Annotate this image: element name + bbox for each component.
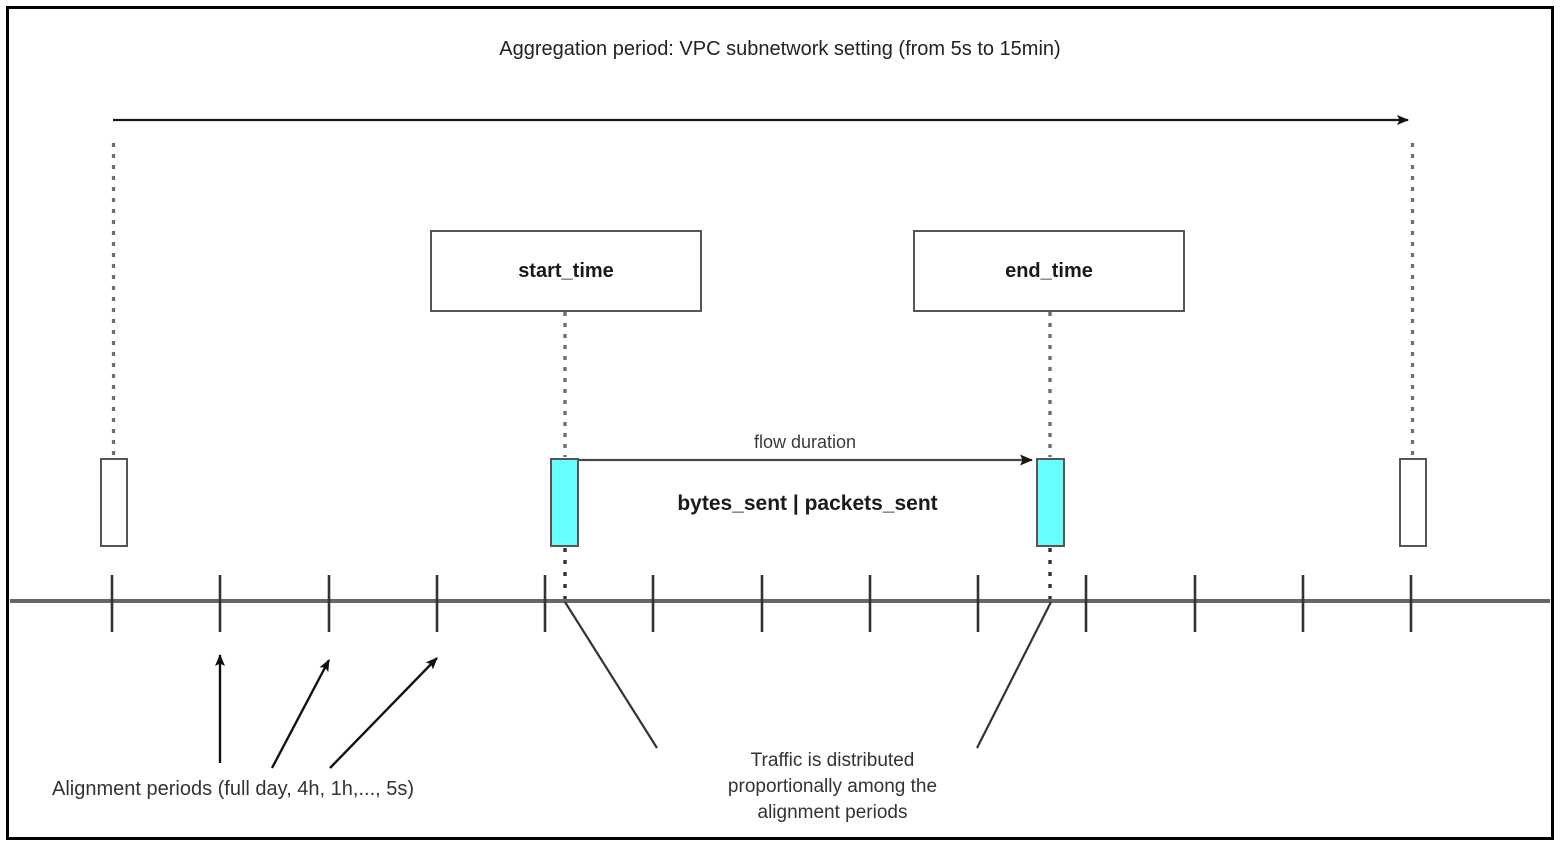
traffic-annotation-line-1: Traffic is distributed bbox=[750, 750, 915, 771]
flow-duration-label: flow duration bbox=[753, 432, 857, 452]
alignment-arrow-3 bbox=[329, 657, 438, 769]
timeline-ticks bbox=[110, 575, 1413, 632]
traffic-annotation-line-2: proportionally among the bbox=[727, 776, 938, 797]
flow-end-bar bbox=[1036, 458, 1065, 547]
start-time-box[interactable]: start_time bbox=[430, 230, 702, 312]
start-time-box-label: start_time bbox=[518, 259, 614, 282]
aggregation-start-marker bbox=[100, 458, 128, 547]
diagram-frame bbox=[6, 6, 1554, 840]
traffic-distribution-annotation: Traffic is distributed proportionally am… bbox=[705, 748, 960, 826]
alignment-periods-annotation: Alignment periods (full day, 4h, 1h,...,… bbox=[52, 778, 415, 800]
end-time-box-label: end_time bbox=[1005, 259, 1093, 282]
flow-metrics-label: bytes_sent | packets_sent bbox=[677, 492, 938, 515]
traffic-annotation-line-3: alignment periods bbox=[757, 802, 908, 823]
start-leader-line bbox=[564, 601, 658, 749]
page-title: Aggregation period: VPC subnetwork setti… bbox=[499, 38, 1061, 60]
aggregation-end-marker bbox=[1399, 458, 1427, 547]
end-leader-line bbox=[976, 601, 1052, 749]
flow-start-bar bbox=[550, 458, 579, 547]
end-time-box[interactable]: end_time bbox=[913, 230, 1185, 312]
alignment-arrow-2 bbox=[270, 659, 331, 769]
